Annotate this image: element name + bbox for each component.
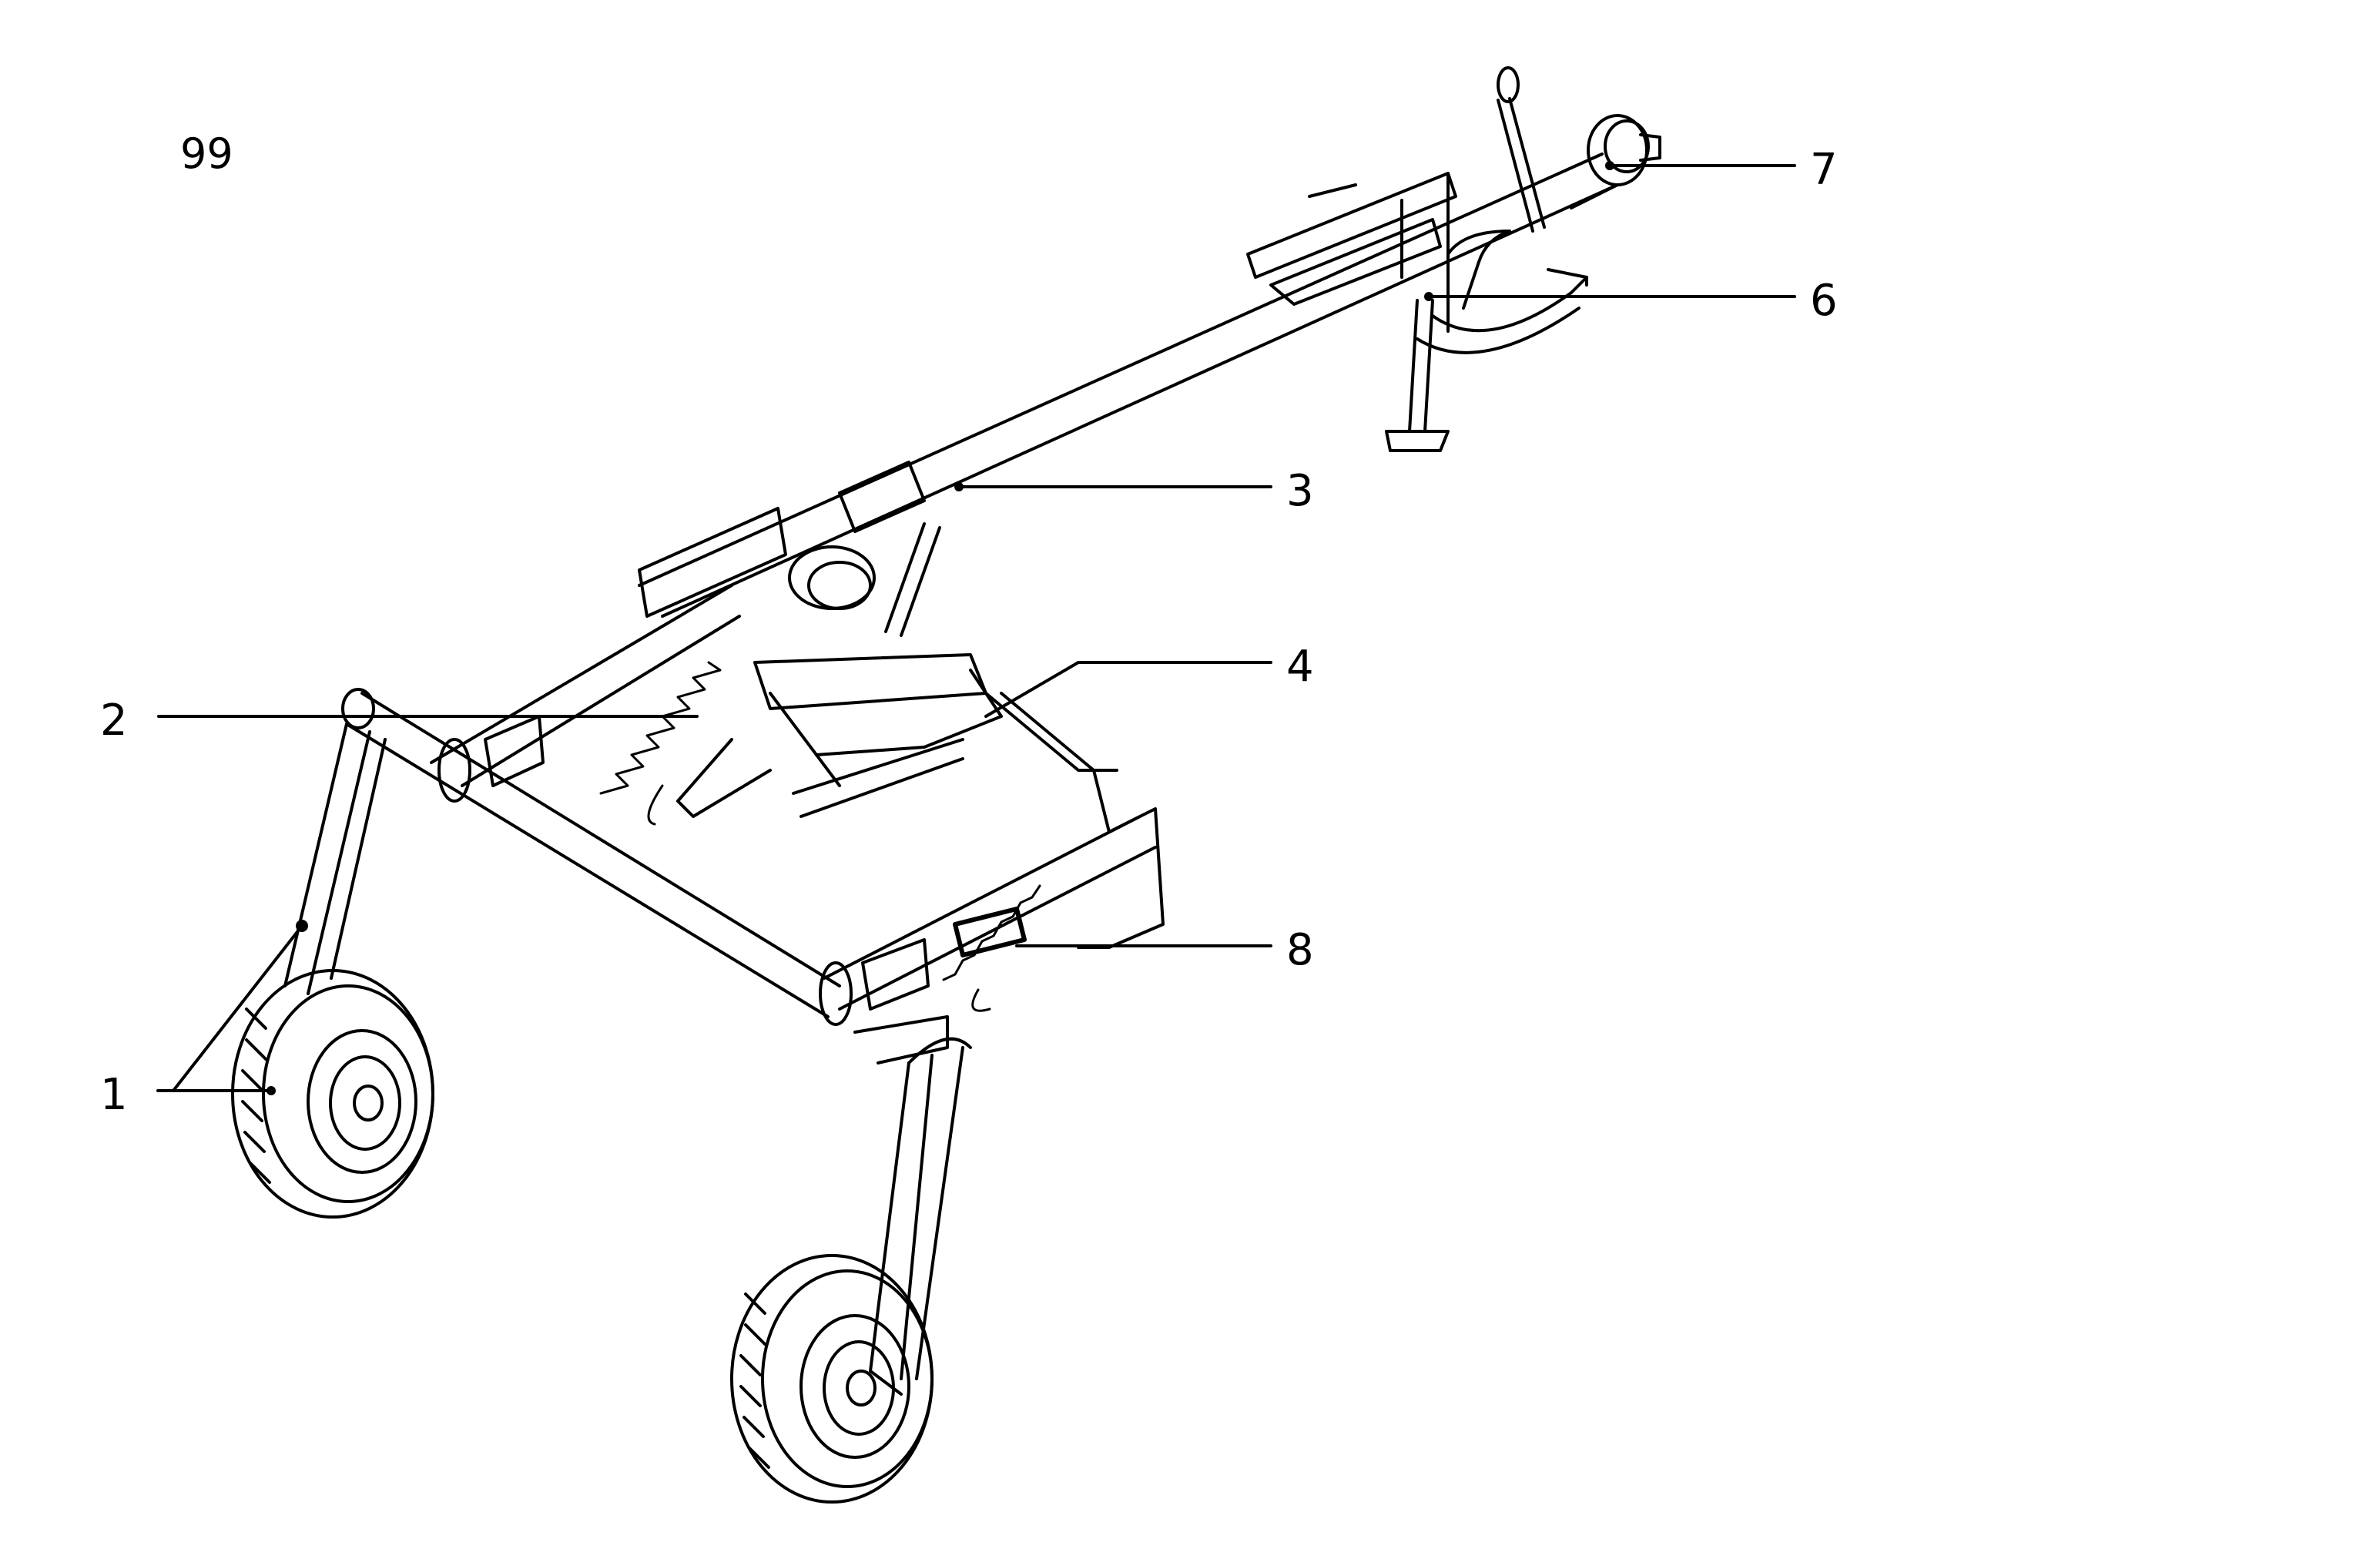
machine-drawing <box>231 66 1661 1504</box>
callout-7: 7 <box>1810 145 1838 195</box>
callout-4: 4 <box>1286 642 1314 692</box>
leader-1 <box>156 924 303 1092</box>
callout-8: 8 <box>1286 925 1314 975</box>
callout-1: 1 <box>100 1070 128 1120</box>
center-frame <box>638 461 1118 818</box>
transverse-frame <box>341 584 1165 1064</box>
callout-6: 6 <box>1810 276 1838 326</box>
callout-labels: 1 2 3 4 6 7 8 <box>100 145 1838 1120</box>
callout-leaders <box>156 161 1796 1095</box>
drawbar <box>638 153 1619 618</box>
right-wheel <box>730 1254 934 1504</box>
left-wheel-arm <box>283 723 387 995</box>
figure-number: 99 <box>180 129 233 178</box>
hitch-assembly <box>1385 66 1661 452</box>
callout-3: 3 <box>1286 466 1314 516</box>
right-wheel-arm <box>869 1037 972 1380</box>
left-spring <box>599 661 722 826</box>
callout-2: 2 <box>100 696 128 746</box>
leader-4 <box>984 661 1272 718</box>
right-spring <box>942 884 1041 1012</box>
left-wheel <box>231 969 434 1219</box>
